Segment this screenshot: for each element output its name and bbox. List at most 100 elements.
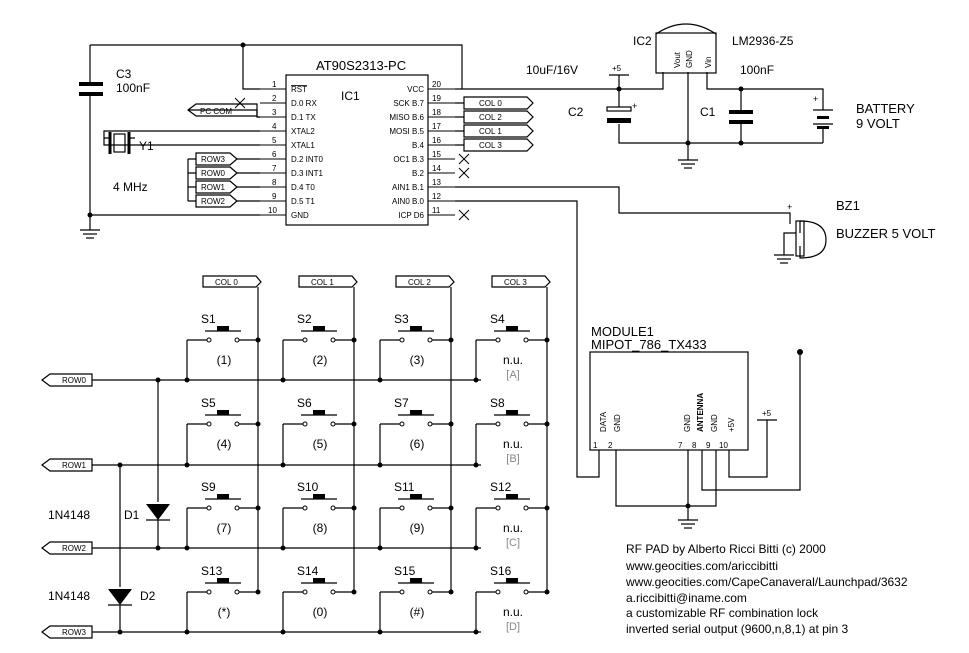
- c3-ref: C3: [116, 67, 132, 81]
- switch-ref: S7: [394, 396, 409, 410]
- ic1-pin-name-10: GND: [291, 211, 309, 220]
- switch-ref: S10: [297, 480, 319, 494]
- switch-key-label: n.u.: [503, 353, 523, 367]
- y1-crystal: Y1 4 MHz: [103, 130, 260, 194]
- switch-ref: S8: [490, 396, 505, 410]
- keypad-col2-header: COL 2: [408, 278, 431, 287]
- ic1-pin-name-12: AIN0 B.0: [392, 197, 425, 206]
- ic1-port-col0: COL 0: [479, 99, 502, 108]
- switch-ref: S12: [490, 480, 512, 494]
- module-pin-data: DATA: [599, 411, 608, 432]
- ic1-pin-num-4: 4: [272, 122, 277, 131]
- keypad-switches: S1(1)S2(2)S3(3)S4n.u.[A]S5(4)S6(5)S7(6)S…: [184, 312, 550, 635]
- ic1-body: [285, 74, 429, 226]
- switch-key-label: (5): [313, 437, 328, 451]
- keypad-switch: S8n.u.[B]: [473, 396, 550, 468]
- buzzer-plus: +: [787, 202, 792, 212]
- switch-key-label: n.u.: [503, 521, 523, 535]
- module-supply: +5: [762, 409, 772, 418]
- ic1-part: AT90S2313-PC: [316, 58, 406, 73]
- module-pinnum-7: 7: [678, 441, 683, 450]
- ic2-pin-gnd: GND: [685, 50, 694, 68]
- module-pin-antenna: ANTENNA: [696, 393, 705, 432]
- ic1-pin-num-7: 7: [272, 164, 277, 173]
- ic1-col-ports: COL 0 COL 2 COL 1 COL 3: [455, 96, 534, 152]
- switch-ref: S11: [394, 480, 415, 494]
- ic2-pin-vout: Vout: [673, 51, 682, 68]
- gnd-symbol-power: [678, 159, 698, 169]
- ic1-pin-num-19: 19: [432, 94, 441, 103]
- battery: + BATTERY 9 VOLT: [813, 94, 915, 131]
- note-description: a customizable RF combination lock: [626, 606, 819, 620]
- supply-label: +5: [612, 64, 622, 73]
- no-connect-marks: [234, 97, 470, 221]
- ic1-pin-num-10: 10: [268, 206, 277, 215]
- ic1-port-row2: ROW2: [201, 197, 226, 206]
- keypad-switch: S7(6): [377, 396, 454, 468]
- switch-sub-label: [A]: [506, 369, 519, 381]
- switch-key-label: (7): [217, 521, 232, 535]
- ic1-pin-num-17: 17: [432, 122, 441, 131]
- ic1-pin-num-15: 15: [432, 150, 441, 159]
- ic1-row-ports: ROW3 ROW0 ROW1 ROW2: [187, 152, 260, 208]
- module-pinnum-8: 8: [692, 441, 697, 450]
- y1-value: 4 MHz: [113, 180, 148, 194]
- d1-ref: D1: [124, 508, 140, 522]
- ic1-pin-name-18: MISO B.6: [389, 113, 424, 122]
- switch-ref: S4: [490, 312, 505, 326]
- switch-key-label: n.u.: [503, 605, 523, 619]
- battery-plus: +: [813, 94, 818, 104]
- ic1-ref: IC1: [341, 89, 360, 103]
- gnd-symbol-left: [80, 229, 100, 239]
- module-pin-gnd-2: GND: [613, 414, 622, 432]
- d2-diode: D2 1N4148: [48, 589, 156, 606]
- ic1-pin-name-7: D.3 INT1: [291, 169, 324, 178]
- switch-key-label: (8): [313, 521, 328, 535]
- switch-ref: S1: [201, 312, 216, 326]
- note-serial: inverted serial output (9600,n,8,1) at p…: [626, 622, 848, 636]
- ic1-pin-num-5: 5: [272, 136, 277, 145]
- keypad-col3-header: COL 3: [504, 278, 527, 287]
- keypad-switch: S11(9): [377, 480, 454, 551]
- switch-ref: S15: [394, 564, 416, 578]
- switch-key-label: (2): [313, 353, 328, 367]
- keypad-switch: S3(3): [377, 312, 454, 383]
- ic2-ref: IC2: [633, 34, 652, 48]
- c2-value: 10uF/16V: [526, 63, 578, 77]
- keypad-switch: S13(*): [184, 564, 261, 635]
- keypad-matrix: COL 0 COL 1 COL 2 COL 3 ROW0 ROW1: [41, 275, 551, 639]
- ic1-port-row3: ROW3: [201, 155, 226, 164]
- ic1-pin-num-11: 11: [432, 206, 441, 215]
- battery-name: BATTERY: [856, 101, 915, 116]
- rf-module: MODULE1 MIPOT_786_TX433 DATA GND GND ANT…: [589, 324, 803, 529]
- module-pin-gnd-7: GND: [683, 414, 692, 432]
- keypad-row2-label: ROW2: [62, 544, 87, 553]
- switch-ref: S2: [297, 312, 312, 326]
- ic1-pin-name-19: SCK B.7: [393, 99, 424, 108]
- notes-block: RF PAD by Alberto Ricci Bitti (c) 2000 w…: [625, 542, 908, 636]
- pc-com-label: PC COM: [200, 107, 232, 116]
- switch-ref: S6: [297, 396, 312, 410]
- ic2-part: LM2936-Z5: [732, 34, 794, 48]
- keypad-switch: S1(1): [184, 312, 261, 383]
- ic1-port-col2: COL 2: [479, 113, 502, 122]
- module-pinnum-2: 2: [608, 441, 613, 450]
- data-wire: [455, 200, 600, 478]
- c2-ref: C2: [568, 105, 584, 119]
- c3-capacitor: C3 100nF: [79, 67, 150, 96]
- ic1-pin-name-3: D.1 TX: [291, 113, 316, 122]
- ic1-pin-num-6: 6: [272, 150, 277, 159]
- switch-ref: S16: [490, 564, 512, 578]
- c1-value: 100nF: [740, 63, 774, 77]
- ic1-pin-name-13: AIN1 B.1: [392, 183, 425, 192]
- switch-sub-label: [B]: [506, 453, 519, 465]
- ic1-port-col1: COL 1: [479, 127, 502, 136]
- keypad-row3-label: ROW3: [62, 628, 87, 637]
- ic1-pin-name-2: D.0 RX: [291, 99, 317, 108]
- d1-part: 1N4148: [48, 508, 90, 522]
- ic1-pin-num-1: 1: [272, 80, 277, 89]
- ic1-pin-num-18: 18: [432, 108, 441, 117]
- ic1-pin-num-8: 8: [272, 178, 277, 187]
